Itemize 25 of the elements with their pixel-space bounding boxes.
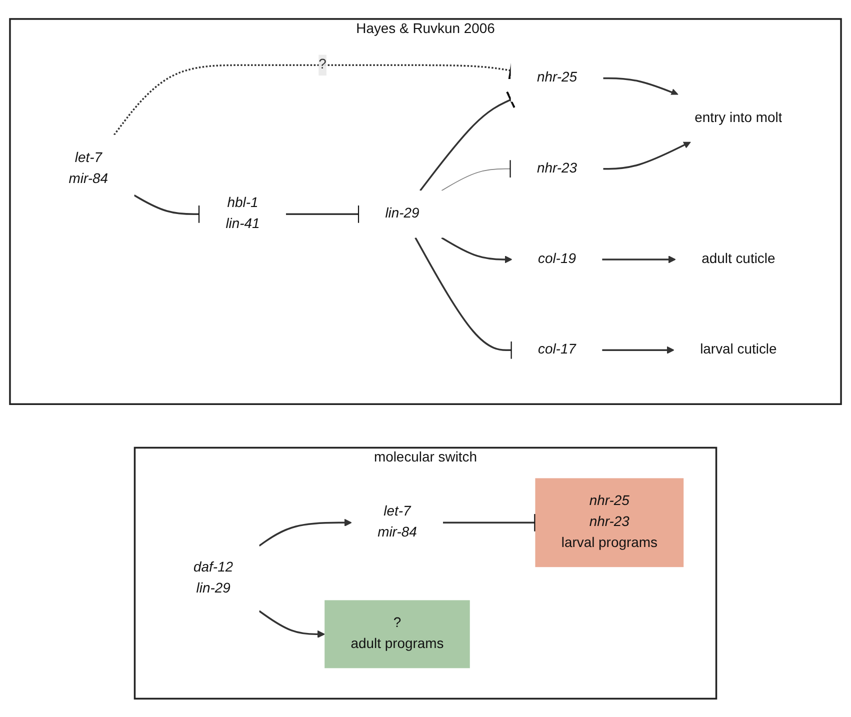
node-text: nhr-23 [536, 160, 577, 176]
node-text: daf-12 lin-29 [194, 560, 234, 596]
node-text: hbl-1 lin-41 [226, 196, 260, 232]
node-text: larval cuticle [700, 342, 777, 357]
arrow [602, 255, 676, 263]
node-box: ? adult programs [324, 600, 470, 668]
connector [443, 512, 536, 532]
node-box: nhr-25 nhr-23 larval programs [535, 478, 684, 567]
connector [441, 158, 512, 191]
connector [286, 204, 360, 224]
node-text: adult cuticle [702, 251, 776, 266]
connector [134, 194, 201, 224]
edge-label: ? [318, 56, 326, 72]
node-text: entry into molt [694, 110, 782, 125]
connector [414, 236, 513, 360]
arrow [258, 610, 325, 638]
arrow [603, 141, 691, 170]
node-text: let-7 mir-84 [68, 150, 108, 186]
connector [420, 90, 516, 191]
arrow [441, 236, 512, 263]
arrow [258, 518, 352, 546]
arrow [603, 77, 679, 96]
arrow [602, 346, 674, 354]
node-text: let-7 mir-84 [378, 504, 417, 540]
node-text: col-19 [538, 251, 576, 266]
